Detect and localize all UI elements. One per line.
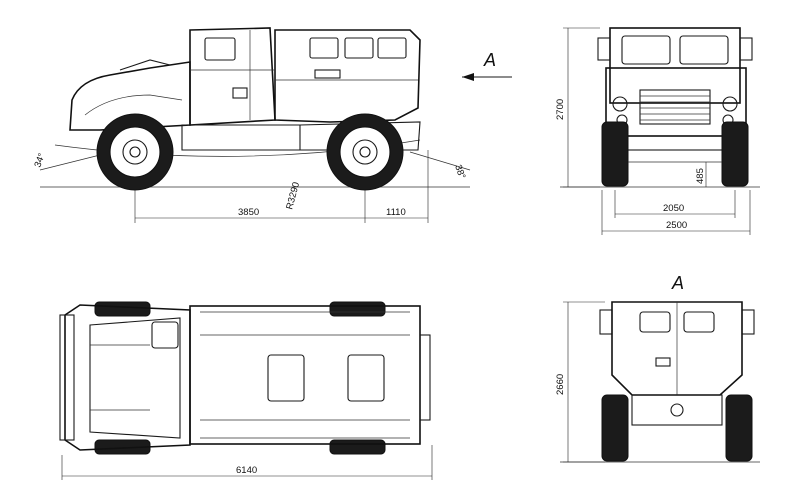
side-view: 3850 1110 R3290 34° 38° A <box>32 27 512 223</box>
rear-view: A 2660 <box>555 273 760 463</box>
dim-width: 2500 <box>666 220 687 231</box>
dim-ground-clearance: 485 <box>695 168 706 184</box>
dim-track: 2050 <box>663 203 684 214</box>
front-view: 2700 485 2050 2500 <box>555 27 760 235</box>
top-hatch-1 <box>267 354 305 402</box>
dim-rear-height: 2660 <box>555 374 566 395</box>
side-front-wheel <box>96 113 174 191</box>
side-cab <box>189 27 276 126</box>
top-hood <box>64 304 191 451</box>
dim-departure-angle: 38° <box>452 163 467 180</box>
top-body <box>189 305 421 445</box>
side-rear-wheel <box>326 113 404 191</box>
dim-rear-overhang: 1110 <box>386 207 406 218</box>
side-rear-body <box>274 29 421 123</box>
front-right-tyre <box>721 121 749 187</box>
top-hatch-2 <box>347 354 385 402</box>
dim-ramp-radius: R3290 <box>284 181 302 211</box>
dim-length: 6140 <box>236 465 257 476</box>
dim-front-height: 2700 <box>555 99 566 120</box>
view-arrow-label: A <box>483 50 496 70</box>
rear-right-tyre <box>725 394 753 462</box>
dim-wheelbase: 3850 <box>238 207 259 218</box>
rear-left-tyre <box>601 394 629 462</box>
rear-view-label: A <box>671 273 684 293</box>
front-left-tyre <box>601 121 629 187</box>
dim-approach-angle: 34° <box>32 152 47 169</box>
top-view: 6140 <box>59 301 433 480</box>
